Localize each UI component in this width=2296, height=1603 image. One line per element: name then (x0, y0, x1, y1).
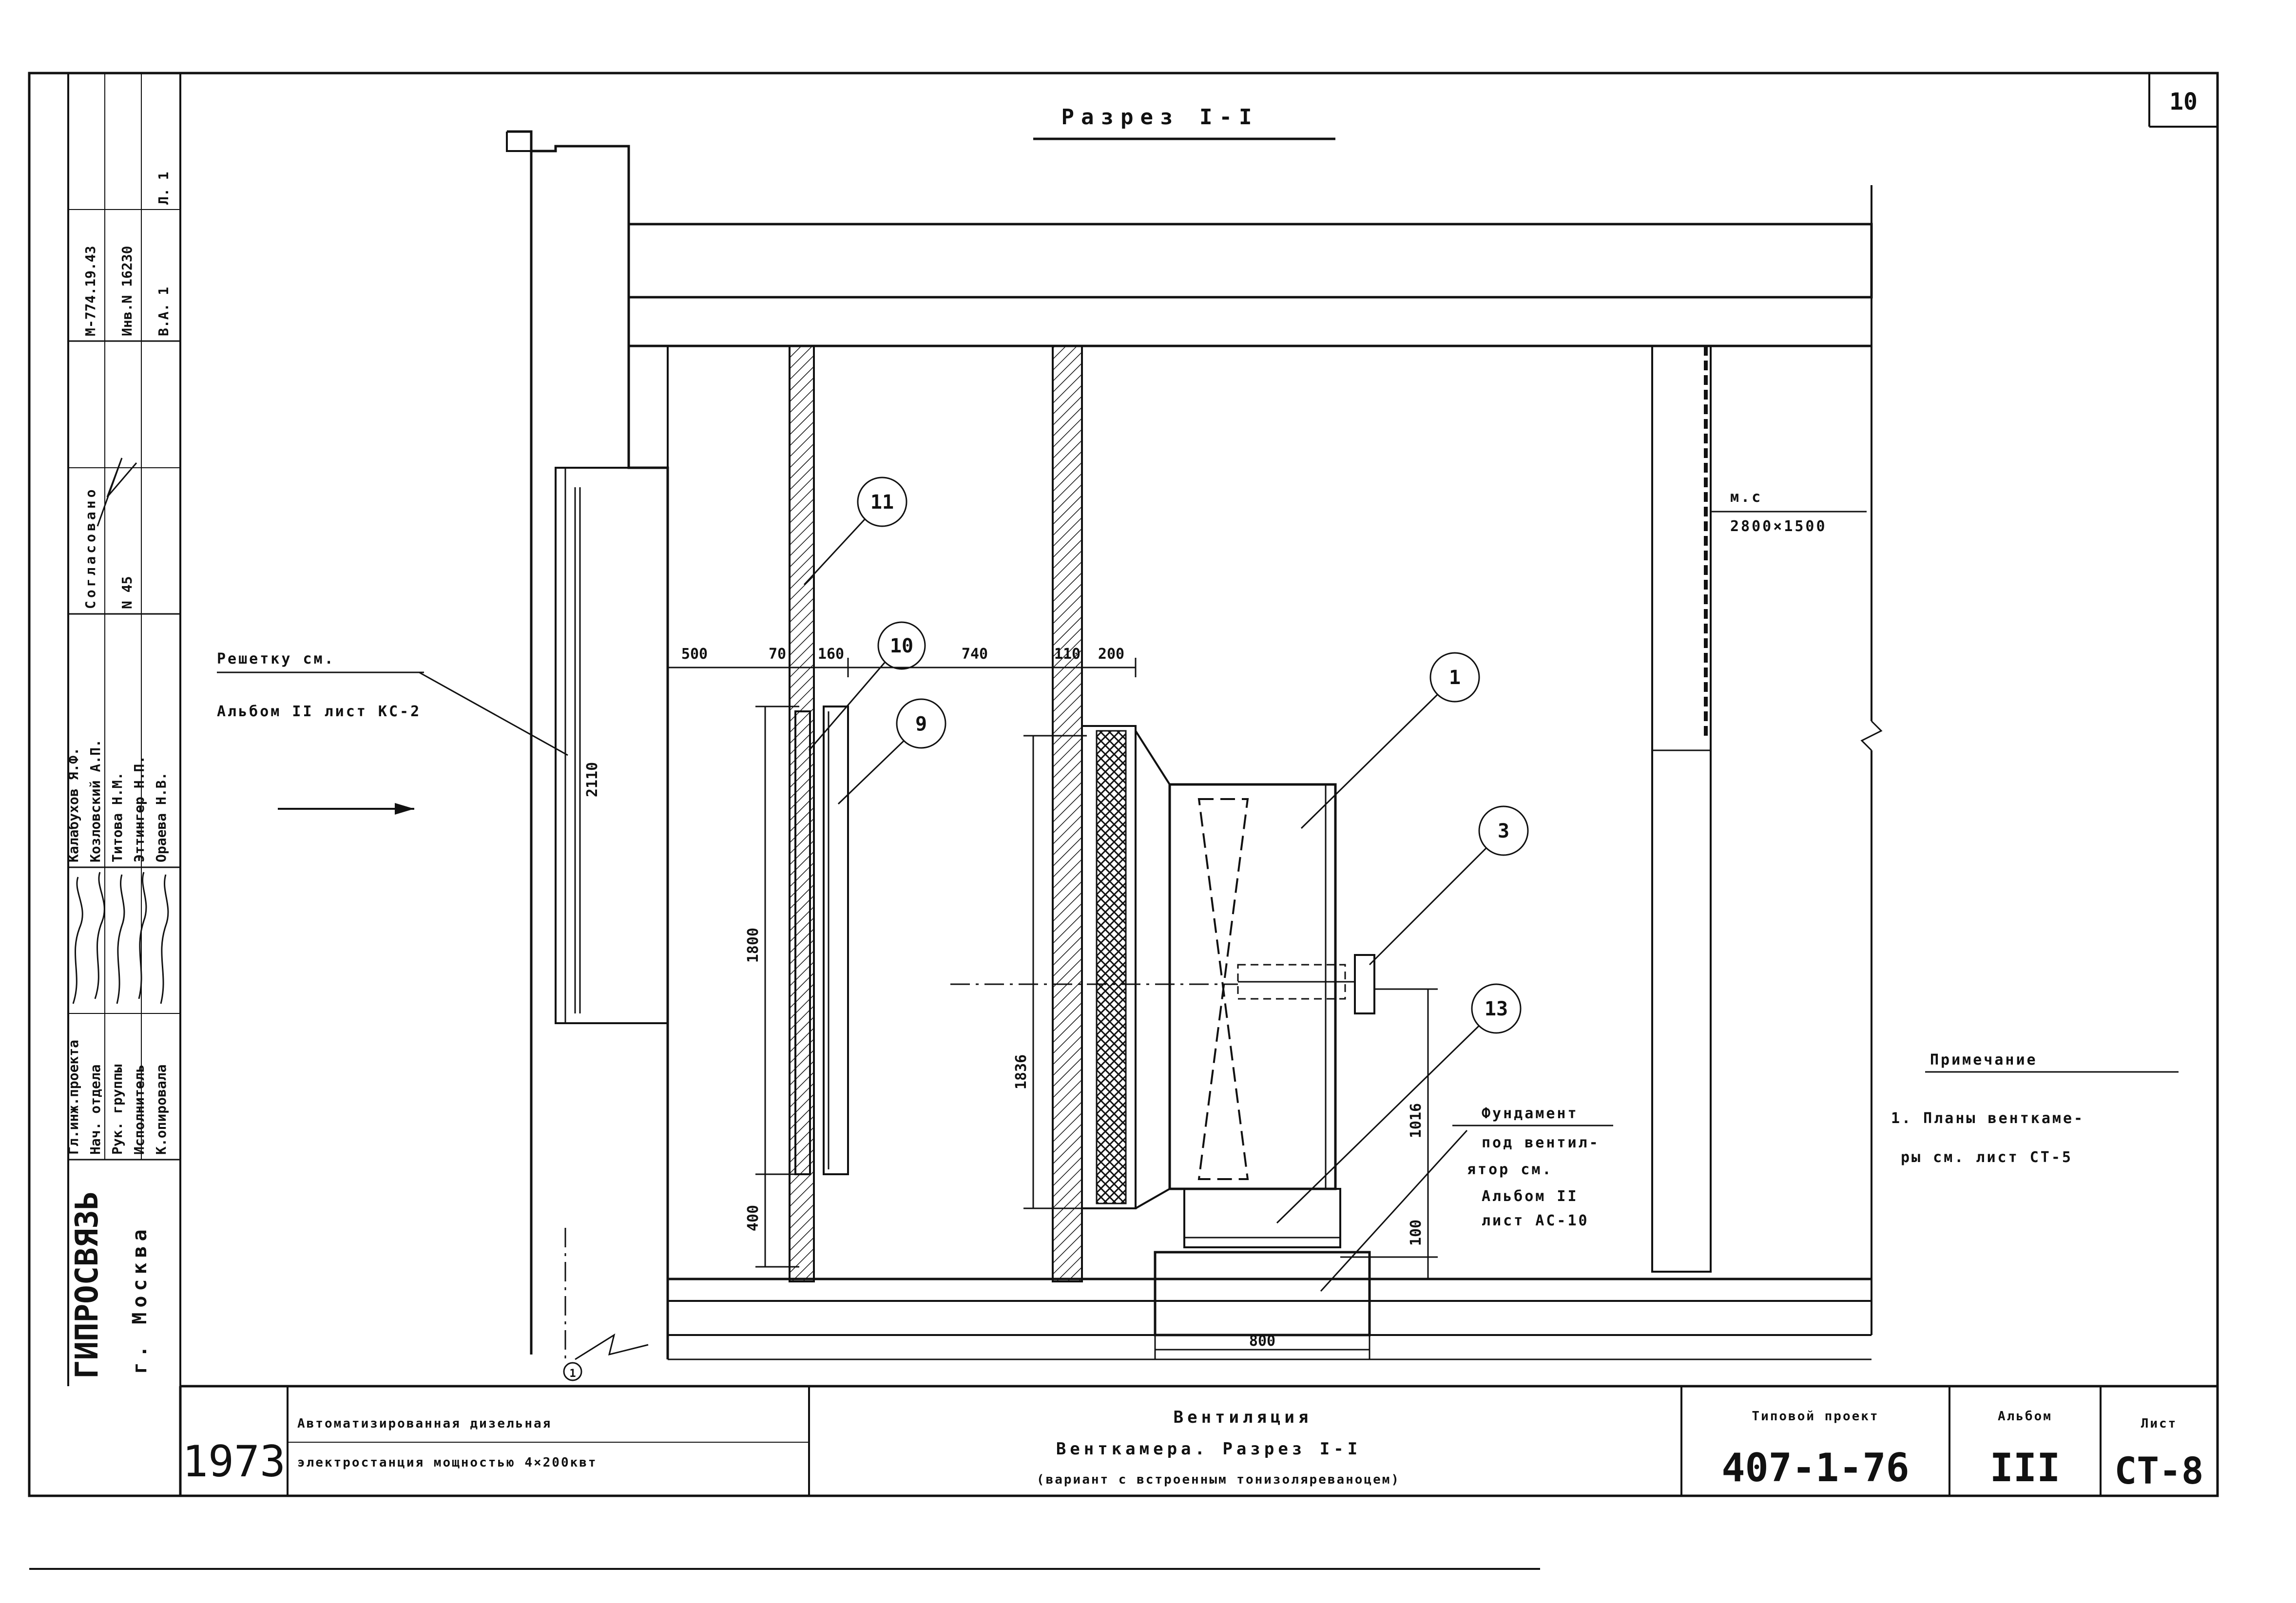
dim-110: 110 (1054, 646, 1080, 663)
grille-note-line1: Решетку см. (217, 650, 335, 668)
heater-assembly (1081, 725, 1171, 1209)
role-1: Гл.инж.проекта (65, 1040, 81, 1155)
name-3: Титова Н.М. (109, 772, 125, 862)
stamp-agreed: Согласовано (82, 487, 98, 609)
doc-number: М-774.19.43 (82, 246, 98, 336)
remark-line1: 1. Планы венткаме- (1891, 1110, 2084, 1127)
role-2: Нач. отдела (87, 1065, 103, 1155)
signatures (72, 458, 169, 1004)
callout-3: 3 (1498, 820, 1509, 842)
inv-number: Инв.N 16230 (119, 246, 135, 336)
sheet-label: Лист (2141, 1416, 2178, 1431)
name-2: Козловский А.П. (87, 739, 103, 862)
sheet-title-line3: (вариант с встроенным тонизоляреваноцем) (1037, 1472, 1400, 1487)
callout-10: 10 (890, 635, 913, 657)
sheet-number: СТ-8 (2114, 1449, 2203, 1492)
name-1: Калабухов Я.Ф. (65, 747, 81, 862)
title-description-line1: Автоматизированная дизельная (297, 1416, 552, 1431)
dim-70: 70 (769, 646, 786, 663)
opening-note-line2: 2800×1500 (1730, 518, 1827, 535)
foundation-note-line2: под вентил- (1482, 1134, 1600, 1151)
dim-100: 100 (1408, 1220, 1425, 1246)
dim-500: 500 (681, 646, 708, 663)
dim-1800: 1800 (745, 928, 762, 963)
callout-1: 1 (1449, 667, 1461, 689)
sheet-title-line2: Венткамера. Разрез I-I (1056, 1439, 1361, 1459)
album-number: III (1990, 1445, 2061, 1490)
project-label: Типовой проект (1752, 1409, 1879, 1424)
dim-2110: 2110 (584, 762, 601, 797)
remark-title: Примечание (1930, 1051, 2038, 1069)
dim-1016: 1016 (1408, 1103, 1425, 1138)
axis-mark: 1 (569, 1368, 576, 1380)
title-year: 1973 (182, 1436, 286, 1487)
org-name: ГИПРОСВЯЗЬ (69, 1191, 105, 1379)
foundation-note-line4: Альбом II (1482, 1188, 1579, 1205)
dimension-lines (579, 487, 1438, 1359)
section-title: Разрез I-I (1061, 105, 1259, 130)
callout-9: 9 (915, 713, 927, 735)
side-stamp (28, 73, 181, 1496)
role-5: К.опировала (153, 1065, 169, 1155)
grille-note-line2: Альбом II лист КС-2 (217, 703, 421, 720)
name-5: Ораева Н.В. (153, 772, 169, 862)
dim-200: 200 (1098, 646, 1124, 663)
org-city: г. Москва (129, 1224, 151, 1374)
callout-13: 13 (1485, 998, 1508, 1020)
dim-400: 400 (745, 1205, 762, 1231)
dim-1836: 1836 (1013, 1054, 1030, 1089)
foundation-note-line3: ятор см. (1467, 1161, 1553, 1178)
remark-line2: ры см. лист СТ-5 (1901, 1149, 2073, 1166)
opening-note-line1: м.с (1730, 489, 1762, 506)
role-4: Исполнитель (131, 1065, 147, 1155)
callout-leaders (217, 477, 2179, 1292)
title-description-line2: электростанция мощностью 4×200квт (297, 1455, 598, 1470)
callout-11: 11 (870, 491, 894, 514)
title-block (179, 1385, 2218, 1497)
name-4: Эттингер Н.П. (131, 756, 147, 862)
flow-arrow (278, 803, 414, 815)
stamp-la: Л. 1 (155, 172, 172, 205)
role-3: Рук. группы (109, 1064, 125, 1155)
album-label: Альбом (1998, 1409, 2052, 1424)
dim-800: 800 (1249, 1333, 1275, 1350)
building-structure (506, 130, 1883, 1360)
dim-740: 740 (962, 646, 988, 663)
dim-160: 160 (818, 646, 844, 663)
sheet-title-line1: Вентиляция (1174, 1408, 1312, 1427)
fan-unit (1154, 783, 1375, 1336)
axis-lines (563, 983, 1238, 1381)
sheet-corner-number: 10 (2169, 88, 2198, 115)
project-number: 407-1-76 (1721, 1445, 1909, 1490)
filter-assembly (794, 706, 849, 1175)
partition-wall-right (1052, 345, 1083, 1282)
foundation-note-line1: Фундамент (1482, 1105, 1579, 1122)
stamp-ba: В.А. 1 (155, 287, 172, 336)
foundation-note-line5: лист АС-10 (1482, 1212, 1589, 1229)
stamp-agreed-no: N 45 (119, 576, 135, 609)
